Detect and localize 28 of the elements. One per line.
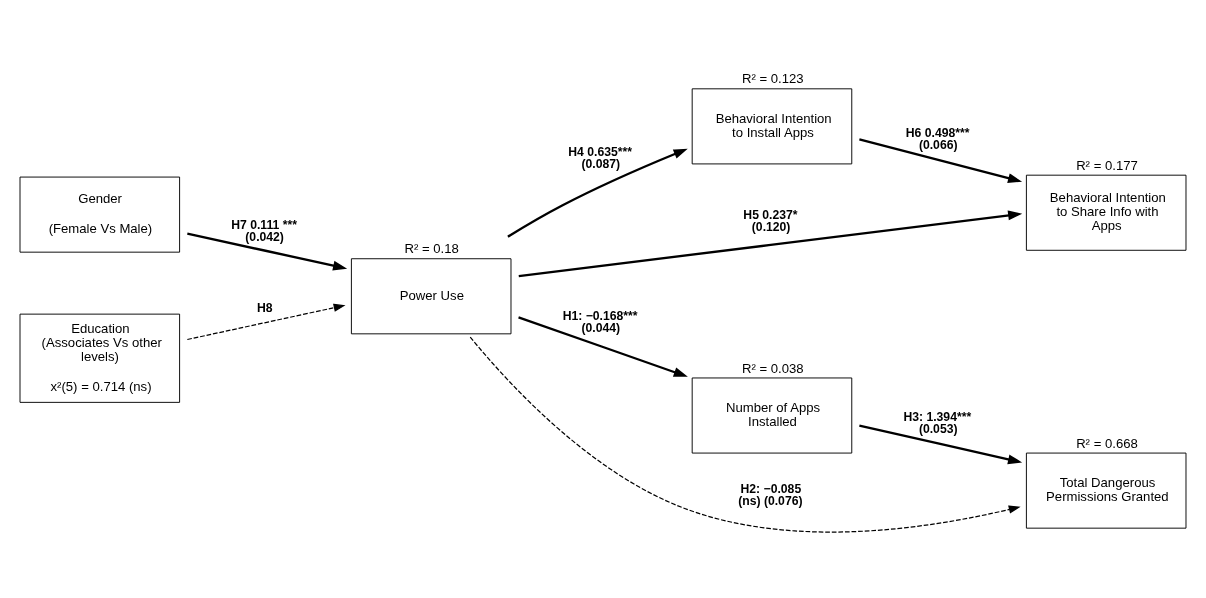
node-box: Education (Associates Vs other levels) x²(5) = 0.714 (ns): [19, 313, 181, 403]
node-box: Gender (Female Vs Male): [19, 176, 181, 253]
edge-label: H8: [257, 300, 273, 315]
arrow: [507, 148, 688, 238]
node-label: R² = 0.038: [741, 360, 804, 376]
node-box: Total Dangerous Permissions Granted: [1025, 452, 1187, 529]
arrow: [469, 336, 1021, 533]
edge-label: H7 0.111 *** (0.042): [231, 217, 297, 244]
node-label: R² = 0.668: [1076, 435, 1138, 451]
edge-label: H3: 1.394*** (0.053): [903, 409, 972, 436]
edge-label: H5 0.237* (0.120): [743, 207, 798, 234]
node-box: Behavioral Intention to Share Info with Apps: [1025, 174, 1187, 251]
arrow: [186, 303, 346, 340]
arrow: [518, 210, 1023, 277]
node-label: R² = 0.123: [741, 70, 804, 86]
edge-label: H2: −0.085 (ns) (0.076): [738, 481, 803, 508]
node-box: Power Use: [350, 257, 512, 334]
arrow: [859, 137, 1023, 183]
edge-label: H1: −0.168*** (0.044): [562, 308, 638, 335]
node-box: Behavioral Intention to Install Apps: [691, 87, 853, 164]
arrow: [859, 424, 1023, 464]
node-box: Number of Apps Installed: [691, 377, 853, 454]
arrow: [187, 231, 348, 270]
arrow: [518, 315, 688, 377]
node-label: R² = 0.18: [404, 240, 459, 256]
node-label: R² = 0.177: [1076, 157, 1138, 173]
edge-label: H6 0.498*** (0.066): [905, 125, 970, 152]
edge-label: H4 0.635*** (0.087): [568, 144, 632, 171]
